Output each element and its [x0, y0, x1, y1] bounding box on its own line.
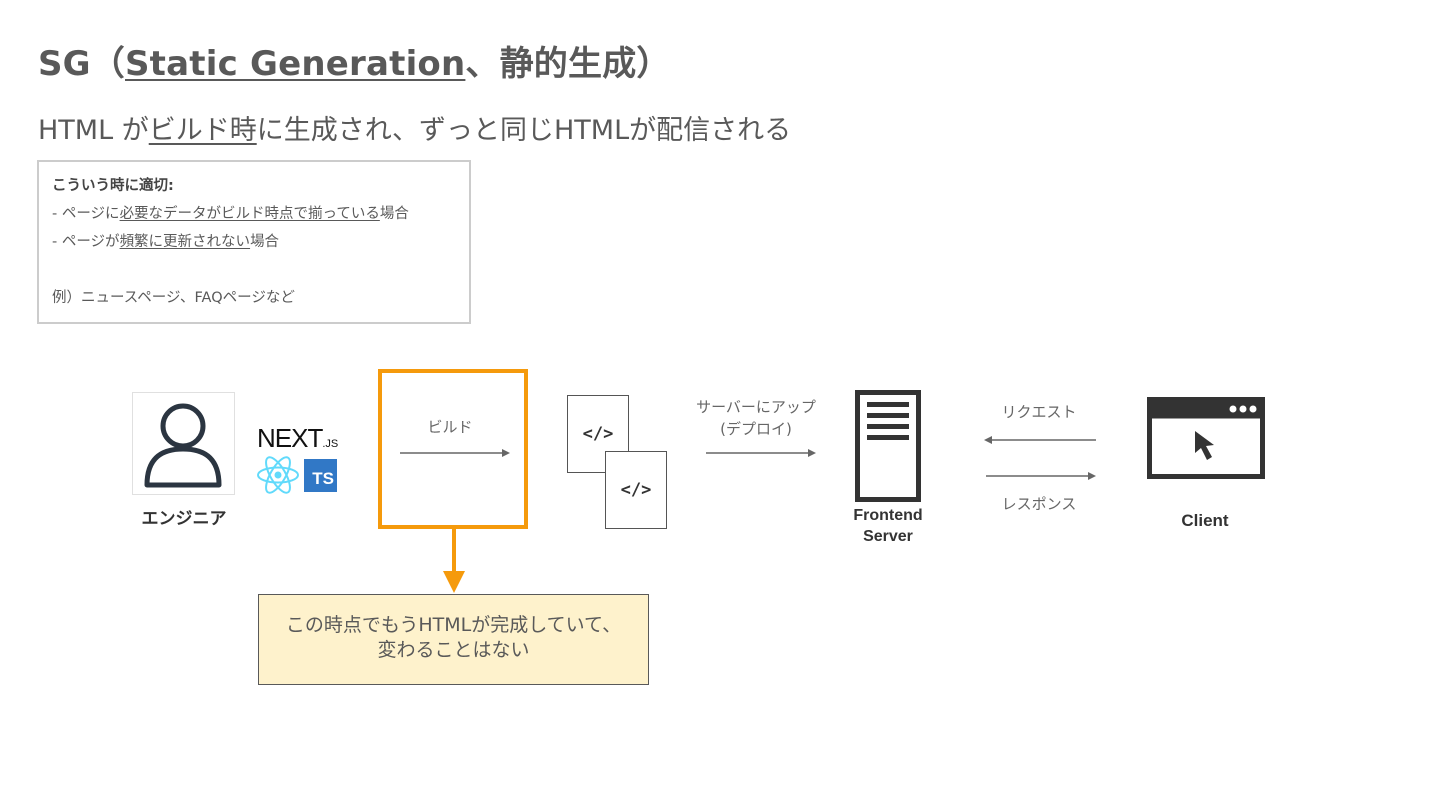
html-file-icon: </> [605, 451, 667, 529]
deploy-label-line2: (デプロイ) [720, 420, 792, 438]
user-icon [144, 403, 222, 488]
response-arrow [986, 472, 1096, 480]
info-box: こういう時に適切: - ページに必要なデータがビルド時点で揃っている場合 - ペ… [37, 160, 471, 324]
browser-window-icon [1147, 397, 1265, 479]
info-item-1-underlined: 必要なデータがビルド時点で揃っている [119, 206, 380, 222]
typescript-logo: TS [304, 459, 337, 492]
server-label-line2: Server [863, 528, 913, 545]
server-label-line1: Frontend [853, 507, 923, 524]
title-link[interactable]: Static Generation [125, 44, 466, 84]
cursor-icon [1195, 431, 1214, 460]
subtitle-part2: に生成され、ずっと同じHTMLが配信される [256, 115, 792, 146]
deploy-label-line1: サーバーにアップ [696, 398, 816, 416]
nextjs-logo: NEXT.JS [257, 423, 338, 454]
client-label: Client [1181, 511, 1229, 530]
request-arrow [984, 436, 1096, 444]
server-icon [855, 390, 921, 502]
info-item-2-suffix: 場合 [250, 234, 280, 250]
info-item-2-underlined: 頻繁に更新されない [119, 234, 251, 250]
nextjs-logo-suffix: .JS [322, 438, 339, 450]
react-icon [257, 456, 299, 494]
engineer-label: エンジニア [141, 509, 227, 528]
info-item-2: - ページが頻繁に更新されない場合 [52, 230, 279, 251]
callout-note: この時点でもうHTMLが完成していて、 変わることはない [258, 594, 649, 685]
callout-line2: 変わることはない [377, 639, 530, 661]
subtitle-part1: HTML が [38, 115, 149, 146]
info-item-1-suffix: 場合 [379, 206, 409, 222]
info-heading: こういう時に適切: [52, 178, 174, 194]
nextjs-logo-text: NEXT [257, 423, 323, 453]
info-item-1: - ページに必要なデータがビルド時点で揃っている場合 [52, 202, 409, 223]
deploy-label: サーバーにアップ (デプロイ) [686, 396, 826, 440]
title-suffix: 、静的生成） [465, 44, 671, 84]
callout-line1: この時点でもうHTMLが完成していて、 [285, 614, 622, 636]
deploy-arrow [706, 449, 816, 457]
subtitle-underlined: ビルド時 [148, 115, 257, 146]
page-subtitle: HTML がビルド時に生成され、ずっと同じHTMLが配信される [38, 108, 791, 147]
callout-arrow [443, 527, 465, 593]
page-title: SG（Static Generation、静的生成） [38, 36, 671, 85]
build-arrow [400, 449, 510, 457]
build-label: ビルド [427, 418, 473, 436]
response-label: レスポンス [1001, 495, 1077, 513]
request-label: リクエスト [1001, 403, 1077, 421]
title-prefix: SG（ [38, 44, 125, 84]
engineer-box [132, 392, 235, 495]
info-item-2-prefix: - ページが [52, 234, 120, 250]
info-example: 例）ニュースページ、FAQページなど [52, 290, 295, 306]
info-item-1-prefix: - ページに [52, 206, 120, 222]
